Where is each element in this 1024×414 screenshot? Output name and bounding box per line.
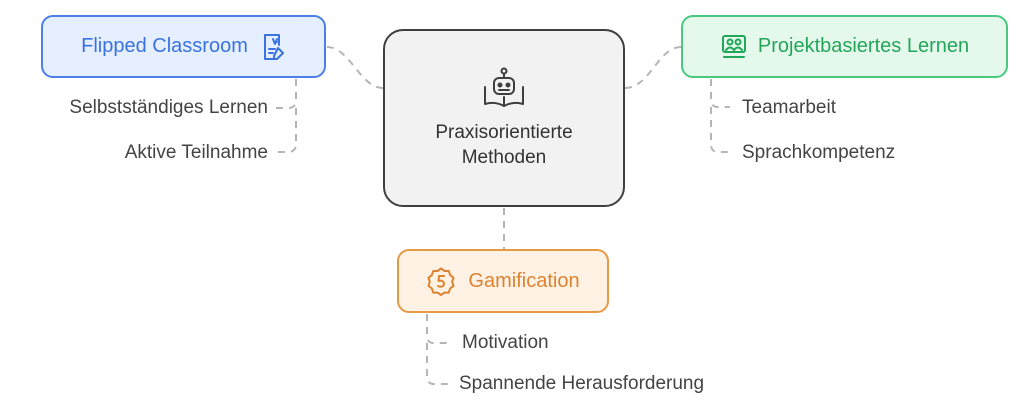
leaf-motivation: Motivation [462, 332, 549, 353]
document-pen-icon [262, 32, 286, 62]
center-title-line-2: Methoden [461, 147, 547, 168]
leaf-teamarbeit: Teamarbeit [742, 97, 836, 118]
group-presentation-icon [720, 33, 748, 61]
node-projektbasiertes-lernen[interactable]: Projektbasiertes Lernen [681, 15, 1008, 78]
link-center-flipped [326, 46, 384, 89]
leaf-aktive-teilnahme: Aktive Teilnahme [124, 142, 268, 163]
node-flipped-classroom-label: Flipped Classroom [81, 35, 248, 57]
link-gamification-child-2 [426, 343, 448, 385]
link-projekt-child-1 [710, 79, 730, 108]
leaf-spannende-herausforderung: Spannende Herausforderung [459, 373, 705, 394]
robot-book-icon [481, 66, 527, 112]
leaf-sprachkompetenz: Sprachkompetenz [742, 142, 896, 163]
link-center-projekt [624, 46, 682, 89]
node-gamification[interactable]: Gamification [397, 249, 609, 313]
center-node: Praxisorientierte Methoden [383, 29, 625, 207]
center-title-line-1: Praxisorientierte [435, 122, 573, 143]
node-flipped-classroom[interactable]: Flipped Classroom [41, 15, 326, 78]
link-gamification-child-1 [426, 314, 448, 344]
link-projekt-child-2 [710, 107, 730, 153]
leaf-selbststaendiges-lernen: Selbstständiges Lernen [69, 97, 268, 118]
node-gamification-label: Gamification [468, 269, 580, 292]
link-flipped-child-1 [276, 79, 297, 109]
coin-badge-icon [426, 266, 456, 296]
node-projektbasiertes-lernen-label: Projektbasiertes Lernen [757, 35, 970, 57]
link-flipped-child-2 [276, 108, 297, 153]
